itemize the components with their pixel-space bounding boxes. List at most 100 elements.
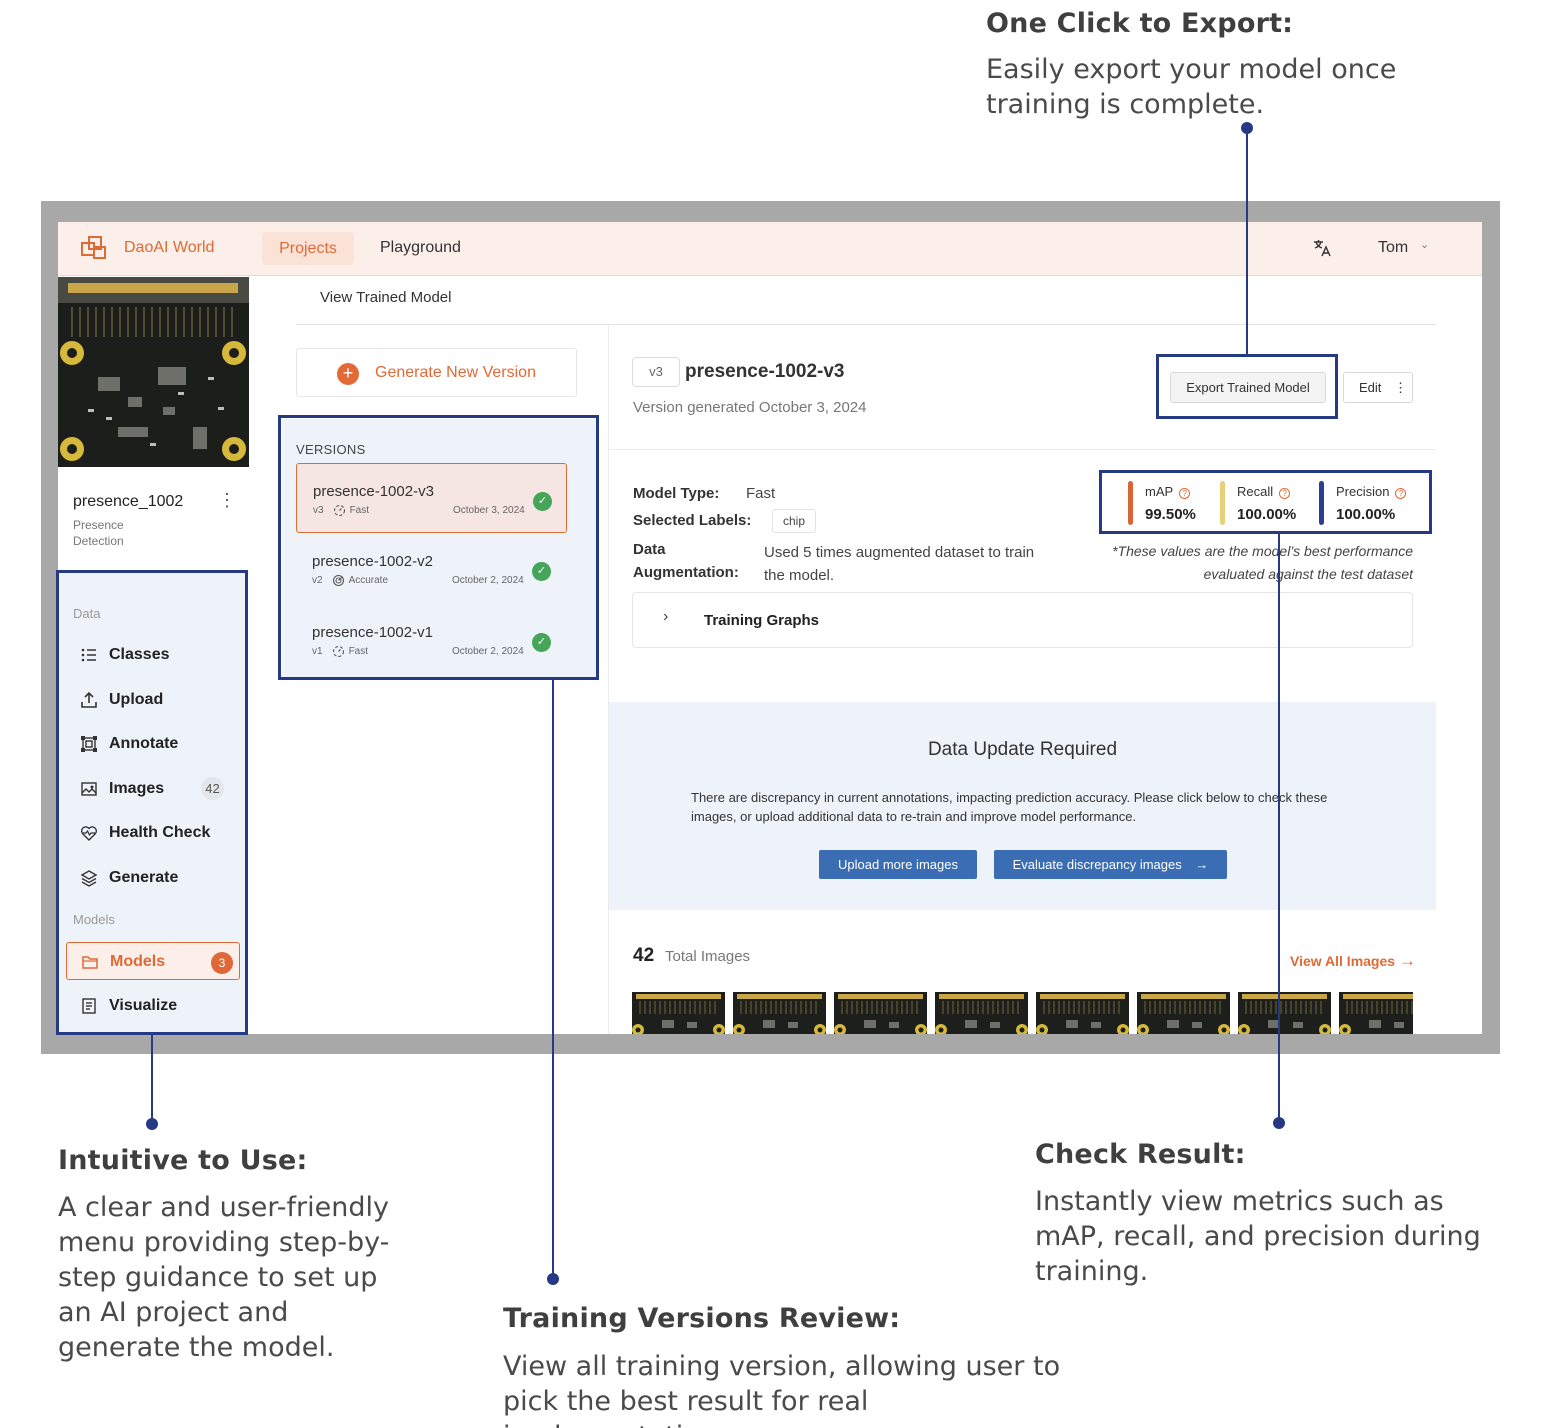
translate-icon[interactable] [1312, 238, 1332, 258]
image-icon [81, 782, 97, 796]
project-type: Presence Detection [73, 518, 124, 548]
help-icon[interactable]: ? [1395, 488, 1407, 499]
user-menu-name[interactable]: Tom [1378, 239, 1409, 256]
evaluate-button-label: Evaluate discrepancy images [1012, 857, 1182, 872]
sidebar-item-label: Generate [109, 869, 179, 886]
total-images-label: Total Images [665, 948, 751, 965]
version-meta: v2 Accurate [312, 574, 389, 587]
metrics-note: *These values are the model’s best perfo… [1112, 543, 1413, 582]
image-thumbnail[interactable] [1238, 992, 1331, 1034]
view-all-images-link[interactable]: View All Images → [1290, 951, 1416, 971]
sidebar-item-label: Annotate [109, 735, 179, 752]
model-type-value: Fast [746, 485, 776, 502]
generate-button-label: Generate New Version [375, 364, 536, 381]
section-divider [609, 449, 1436, 450]
version-name: presence-1002-v2 [312, 553, 433, 570]
brand-name[interactable]: DaoAI World [124, 239, 215, 256]
training-graphs-collapsible[interactable]: › Training Graphs [632, 592, 1413, 648]
version-card[interactable]: presence-1002-v1 v1 Fast October 2, 2024… [296, 605, 567, 675]
versions-connector-dot [547, 1273, 559, 1285]
image-thumbnail[interactable] [733, 992, 826, 1034]
project-more-icon[interactable]: ⋮ [218, 490, 236, 510]
sidebar-heading-models: Models [73, 912, 115, 927]
check-circle-icon: ✓ [532, 562, 551, 581]
document-icon [82, 998, 96, 1014]
image-thumbnail[interactable] [1137, 992, 1230, 1034]
result-connector-dot [1273, 1117, 1285, 1129]
version-mode: Fast [348, 646, 369, 657]
sidebar-item-health-check[interactable]: Health Check [80, 821, 210, 845]
version-card[interactable]: presence-1002-v3 v3 Fast October 3, 2024… [296, 463, 567, 533]
models-count-badge: 3 [211, 952, 233, 974]
metric-value: 100.00% [1336, 506, 1396, 523]
help-icon[interactable]: ? [1179, 488, 1191, 499]
upload-more-images-button[interactable]: Upload more images [819, 850, 977, 879]
plus-icon: + [337, 363, 359, 385]
augmentation-label-line1: Data [633, 541, 666, 558]
image-thumbnail[interactable] [935, 992, 1028, 1034]
training-graphs-label: Training Graphs [704, 612, 820, 629]
nav-tab-playground[interactable]: Playground [380, 239, 461, 256]
version-mode: Accurate [348, 575, 389, 586]
sidebar-item-label: Classes [109, 646, 170, 663]
menu-connector-dot [146, 1118, 158, 1130]
check-circle-icon: ✓ [532, 633, 551, 652]
version-generated-date: Version generated October 3, 2024 [633, 399, 867, 416]
sidebar-item-visualize[interactable]: Visualize [80, 994, 177, 1018]
chevron-down-icon[interactable]: ⌄ [1420, 239, 1430, 251]
app-window: DaoAI World Projects Playground Tom ⌄ [58, 222, 1482, 1034]
list-icon [81, 648, 96, 662]
sidebar-item-images[interactable]: Images [80, 777, 164, 801]
version-title: presence-1002-v3 [685, 361, 845, 382]
nav-tab-projects[interactable]: Projects [262, 232, 354, 265]
arrow-right-icon: → [1398, 951, 1416, 970]
version-meta: v1 Fast [312, 645, 369, 658]
data-update-title: Data Update Required [927, 739, 1118, 760]
evaluate-discrepancy-images-button[interactable]: Evaluate discrepancy images → [994, 850, 1227, 879]
metrics-highlight-box [1099, 470, 1432, 534]
sidebar-item-label: Visualize [109, 997, 178, 1014]
sidebar-item-models[interactable]: Models 3 [66, 942, 240, 980]
version-date: October 2, 2024 [452, 646, 524, 657]
version-date: October 2, 2024 [452, 575, 524, 586]
target-icon [332, 574, 345, 587]
sidebar-item-generate[interactable]: Generate [80, 866, 178, 890]
metric-color-bar [1220, 481, 1225, 525]
menu-connector-line [151, 1035, 153, 1123]
sidebar-item-classes[interactable]: Classes [80, 643, 170, 667]
metric-name: Precision? [1336, 484, 1407, 499]
versions-highlight-box [278, 415, 599, 680]
view-all-images-label: View All Images [1290, 953, 1396, 969]
column-divider [608, 325, 609, 1034]
edit-button[interactable]: Edit ⋮ [1343, 372, 1413, 403]
metric-value: 100.00% [1237, 506, 1297, 523]
version-card[interactable]: presence-1002-v2 v2 Accurate October 2, … [296, 534, 567, 604]
sidebar-heading-data: Data [73, 606, 101, 621]
metric-color-bar [1319, 481, 1324, 525]
image-thumbnail[interactable] [834, 992, 927, 1034]
export-trained-model-button[interactable]: Export Trained Model [1170, 372, 1326, 403]
sidebar-item-upload[interactable]: Upload [80, 688, 163, 712]
image-thumbnail[interactable] [1339, 992, 1413, 1034]
image-thumbnail[interactable] [1036, 992, 1129, 1034]
layers-icon [80, 870, 98, 887]
version-tag: v3 [313, 505, 324, 516]
image-thumbnail[interactable] [632, 992, 725, 1034]
sidebar-item-annotate[interactable]: Annotate [80, 732, 178, 756]
data-update-message: There are discrepancy in current annotat… [691, 790, 1328, 824]
sidebar-item-label: Upload [109, 691, 164, 708]
version-meta: v3 Fast [313, 504, 369, 517]
project-thumbnail-image [58, 277, 249, 467]
sidebar-item-label: Health Check [109, 824, 211, 841]
versions-heading: VERSIONS [296, 442, 366, 457]
version-name: presence-1002-v1 [312, 624, 433, 641]
augmentation-label-line2: Augmentation: [633, 564, 739, 581]
intuitive-callout-title: Intuitive to Use: [58, 1145, 308, 1176]
generate-new-version-button[interactable]: + Generate New Version [296, 348, 577, 397]
version-name: presence-1002-v3 [313, 483, 434, 500]
export-connector-line [1246, 128, 1248, 354]
metric-value: 99.50% [1145, 506, 1196, 523]
data-update-panel: Data Update Required There are discrepan… [609, 702, 1436, 910]
help-icon[interactable]: ? [1279, 488, 1291, 499]
versions-connector-line [552, 680, 554, 1278]
